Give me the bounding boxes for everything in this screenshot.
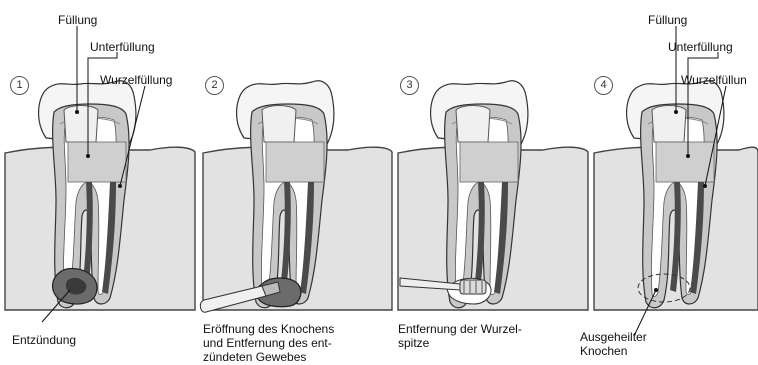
- label-unterfuellung-4: Unterfüllung: [668, 40, 733, 54]
- panel-1: [5, 26, 195, 322]
- panel-3: [398, 81, 588, 310]
- label-fuellung-4: Füllung: [648, 13, 687, 27]
- caption-step-3: Entfernung der Wurzel- spitze: [398, 322, 522, 350]
- label-unterfuellung-1: Unterfüllung: [90, 40, 155, 54]
- label-fuellung-1: Füllung: [58, 13, 97, 27]
- step-number-1: 1: [10, 76, 29, 95]
- step-number-2: 2: [205, 76, 224, 95]
- caption-step-2: Eröffnung des Knochens und Entfernung de…: [203, 322, 334, 364]
- caption-step-4: Ausgeheilter Knochen: [580, 330, 647, 358]
- step-number-4: 4: [594, 76, 613, 95]
- caption-step-1: Entzündung: [12, 333, 76, 347]
- panel-2: [200, 81, 392, 312]
- label-wurzelfuellung-1: Wurzelfüllung: [100, 73, 172, 87]
- label-wurzelfuellung-4: Wurzelfüllun: [681, 73, 758, 87]
- step-number-3: 3: [400, 76, 419, 95]
